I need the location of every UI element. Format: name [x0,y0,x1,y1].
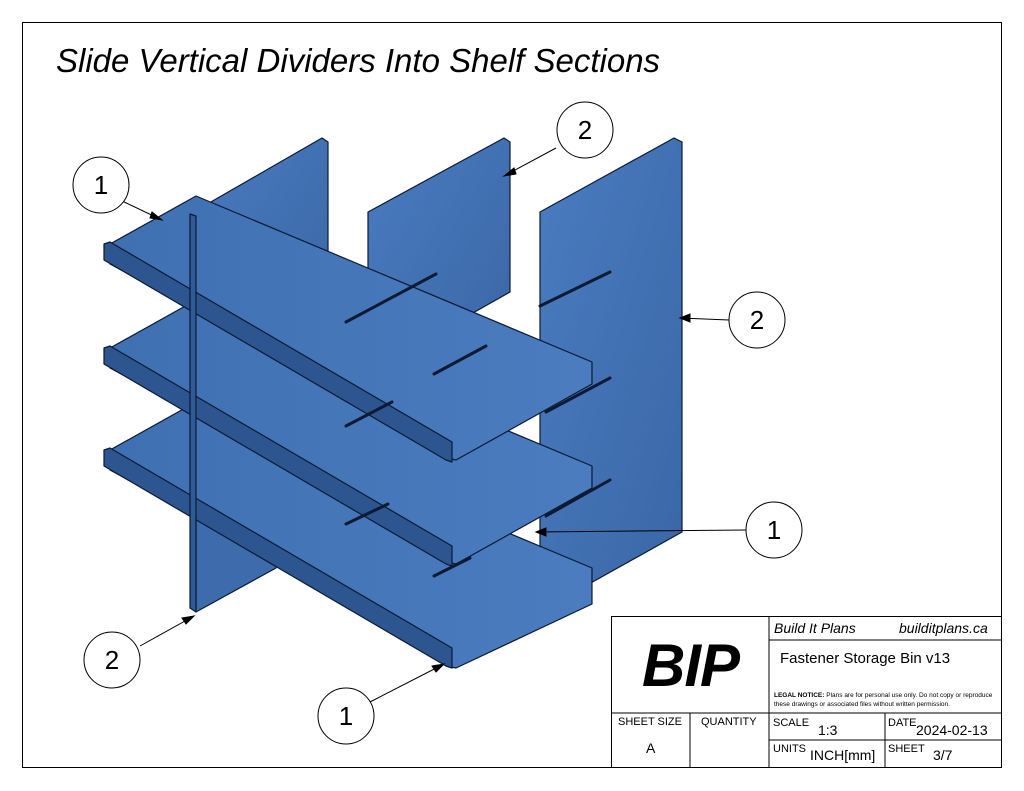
company-logo: BIP [641,631,740,699]
project-name: Fastener Storage Bin v13 [780,650,951,667]
callout-label: 2 [750,305,764,335]
callout-label: 2 [105,645,119,675]
drawing-border [22,22,1002,768]
date-label: DATE [888,717,917,729]
sheet-size-label: SHEET SIZE [618,716,682,728]
scale-label: SCALE [773,717,810,729]
title-block [611,616,1002,768]
callout-2-right [728,291,786,349]
units-label: UNITS [773,743,806,755]
callout-label: 1 [94,170,108,200]
company-name: Build It Plans [774,620,856,636]
callout-2-left [83,631,141,689]
company-website: builditplans.ca [899,620,988,636]
callout-1-bottom [317,687,375,745]
sheet-value: 3/7 [933,747,953,763]
drawing-title: Slide Vertical Dividers Into Shelf Secti… [56,42,661,79]
quantity-label: QUANTITY [701,716,757,728]
callout-label: 1 [767,515,781,545]
sheet-size-value: A [646,740,656,756]
divider-left-front [189,213,197,613]
legal-notice-text: Plans are for personal use only. Do not … [774,692,993,708]
sheet-label: SHEET [888,743,925,755]
callout-2-top [556,101,614,159]
units-value: INCH[mm] [810,747,876,763]
callout-1-right [745,501,803,559]
callout-label: 2 [578,115,592,145]
callout-label: 1 [339,701,353,731]
legal-notice-label: LEGAL NOTICE: [774,692,825,699]
date-value: 2024-02-13 [916,722,988,738]
scale-value: 1:3 [818,722,838,738]
legal-notice: LEGAL NOTICE: Plans are for personal use… [774,692,998,709]
callout-1-top-left [72,156,130,214]
